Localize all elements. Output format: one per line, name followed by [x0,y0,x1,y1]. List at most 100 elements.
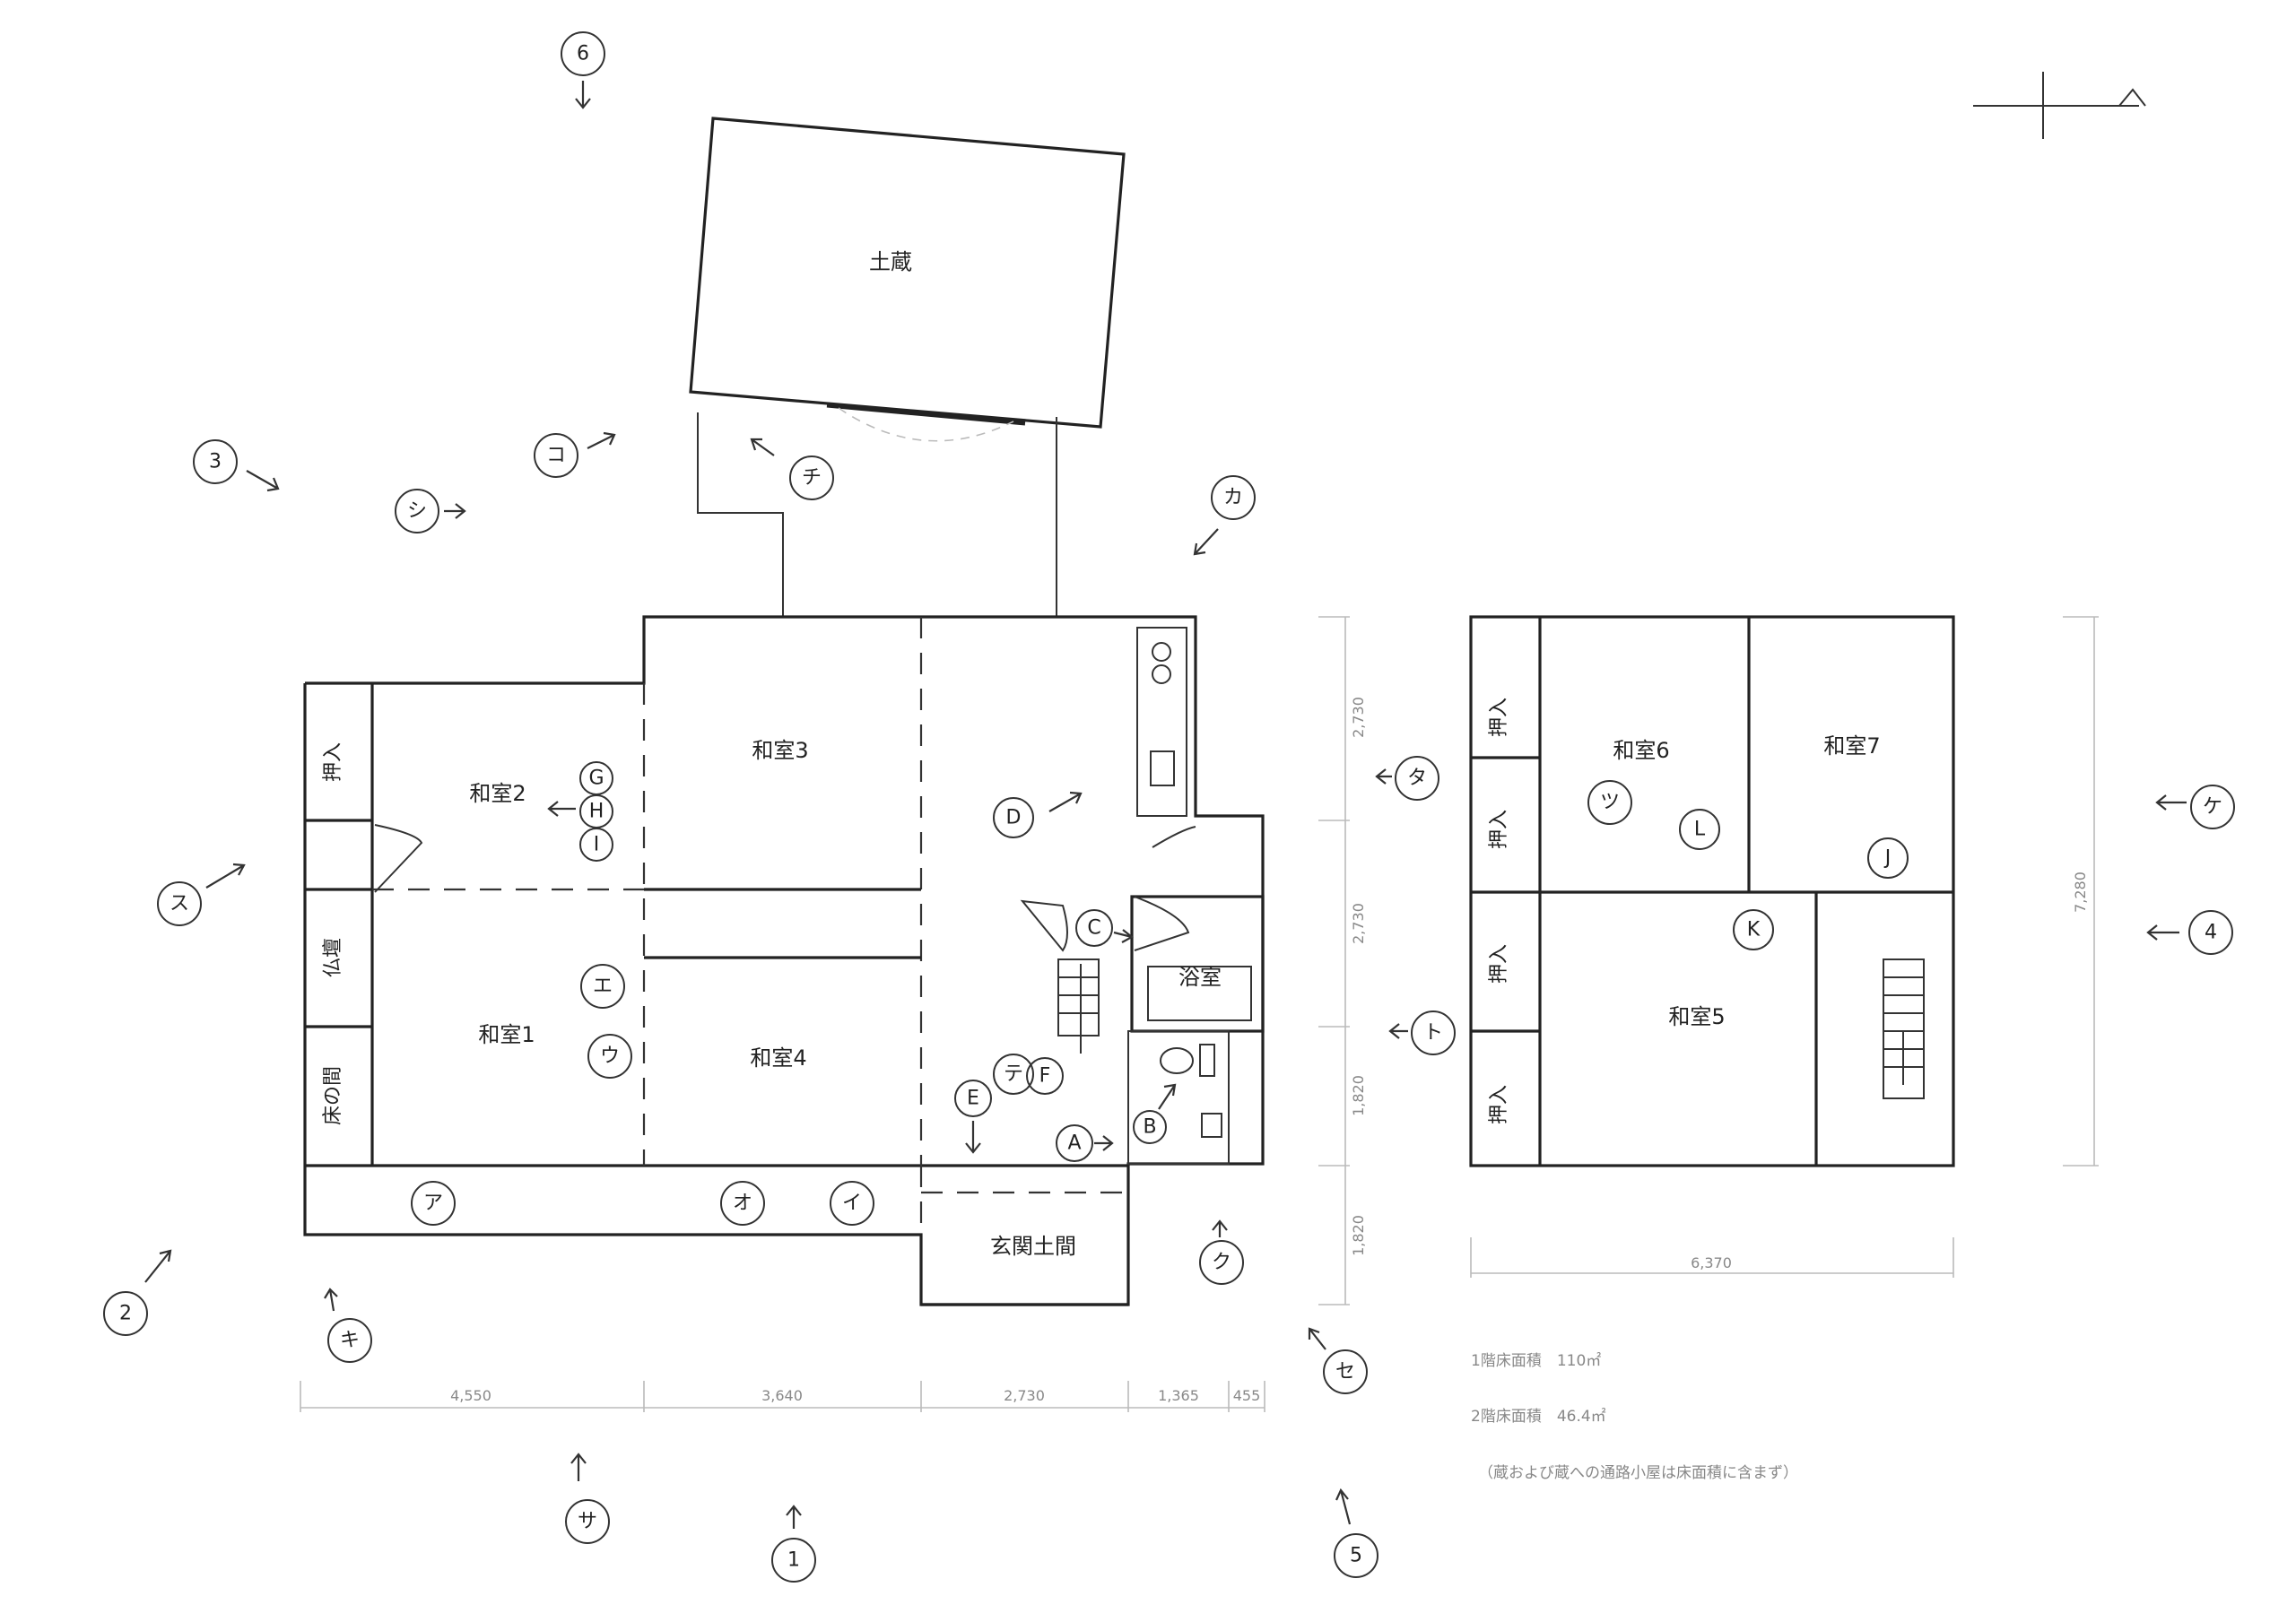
svg-text:ア: ア [423,1193,443,1215]
marker-to: ト [1411,1010,1456,1055]
marker-se: セ [1323,1349,1368,1394]
svg-text:K: K [1747,919,1761,941]
svg-text:カ: カ [1223,487,1243,509]
marker-i: イ [830,1181,874,1226]
svg-text:チ: チ [802,467,822,490]
dim-side-4: 1,820 [1350,1215,1367,1256]
oshiire-label-2f-2: 押入 [1488,810,1510,849]
marker-G: G [579,761,613,795]
oshiire-label-1f: 押入 [322,742,344,782]
marker-J: J [1867,837,1909,879]
marker-5: 5 [1334,1533,1378,1578]
marker-e: エ [580,964,625,1009]
dim-bottom-4: 1,365 [1158,1387,1199,1404]
svg-text:シ: シ [407,500,427,523]
oshiire-label-2f-4: 押入 [1488,1085,1510,1124]
marker-E: E [954,1080,992,1117]
svg-text:6: 6 [577,43,589,65]
svg-text:I: I [594,834,600,856]
svg-text:D: D [1006,807,1022,829]
svg-text:サ: サ [578,1511,597,1533]
marker-o: オ [720,1181,765,1226]
svg-text:F: F [1039,1065,1051,1088]
area-notes: 1階床面積 110㎡ 2階床面積 46.4㎡ （蔵および蔵への通路小屋は床面積に… [1471,1352,1798,1482]
svg-text:B: B [1143,1116,1156,1139]
north-mark-icon [1973,72,2146,139]
svg-text:H: H [589,801,604,823]
marker-sa: サ [565,1499,610,1544]
marker-4: 4 [2188,910,2233,955]
washitsu7-label: 和室7 [1823,733,1880,759]
tokonoma-label: 床の間 [322,1066,344,1125]
svg-text:1: 1 [787,1549,800,1572]
marker-tsu: ツ [1587,780,1632,825]
washitsu5-label: 和室5 [1668,1004,1725,1029]
dim-second-height: 7,280 [2072,872,2089,913]
dim-side-2: 2,730 [1350,903,1367,944]
dim-side-3: 1,820 [1350,1075,1367,1116]
first-floor-plan: 浴室 玄関土間 和室2 和室3 和室1 和室4 押入 仏壇 床の間 [303,615,1265,1306]
marker-A: A [1056,1124,1093,1162]
svg-text:C: C [1087,917,1100,940]
svg-text:J: J [1883,847,1892,870]
marker-shi: シ [395,489,439,533]
marker-ku: ク [1199,1240,1244,1285]
marker-a: ア [411,1181,456,1226]
svg-text:タ: タ [1407,768,1427,790]
svg-text:セ: セ [1335,1361,1355,1383]
dim-bottom-1: 4,550 [450,1387,491,1404]
marker-6: 6 [561,31,605,76]
marker-u: ウ [587,1034,632,1079]
washitsu6-label: 和室6 [1613,738,1669,763]
viewpoint-markers: 6 3 2 1 5 4 コ シ チ カ ス キ サ ア オ イ エ ウ ク セ [103,31,2235,1583]
svg-text:ス: ス [170,893,189,915]
marker-C: C [1075,909,1113,947]
svg-text:エ: エ [593,976,613,998]
oshiire-label-2f-3: 押入 [1488,944,1510,984]
marker-ki: キ [327,1318,372,1363]
marker-ta: タ [1395,756,1439,801]
svg-text:4: 4 [2205,922,2217,944]
svg-text:コ: コ [546,445,566,467]
marker-K: K [1733,909,1774,950]
dim-side-1: 2,730 [1350,697,1367,738]
note-floor2: 2階床面積 46.4㎡ [1471,1408,1606,1426]
yokushitsu-label: 浴室 [1178,965,1222,990]
marker-3: 3 [193,439,238,484]
marker-D: D [993,797,1034,838]
svg-text:2: 2 [119,1303,132,1325]
marker-1: 1 [771,1538,816,1583]
dim-bottom-2: 3,640 [761,1387,803,1404]
washitsu2-label: 和室2 [469,781,526,806]
svg-text:E: E [967,1088,979,1110]
marker-ke: ケ [2190,785,2235,829]
oshiire-label-2f-1: 押入 [1488,698,1510,737]
marker-te: テ [993,1054,1034,1095]
svg-text:イ: イ [842,1193,862,1215]
svg-text:ト: ト [1423,1022,1443,1045]
svg-text:L: L [1694,819,1706,841]
marker-F: F [1026,1057,1064,1095]
marker-2: 2 [103,1291,148,1336]
note-floor1: 1階床面積 110㎡ [1471,1352,1601,1370]
svg-text:ツ: ツ [1600,792,1620,814]
marker-su: ス [157,881,202,926]
svg-text:キ: キ [340,1330,360,1352]
dim-bottom-5: 455 [1233,1387,1261,1404]
kura-passage [697,412,1057,617]
washitsu4-label: 和室4 [750,1045,806,1071]
dim-second-width: 6,370 [1691,1254,1732,1271]
marker-I: I [579,828,613,862]
svg-text:A: A [1067,1132,1081,1155]
svg-text:G: G [588,768,604,790]
dimension-lines: 4,550 3,640 2,730 1,365 455 2,730 2,730 … [300,616,2099,1412]
marker-ko: コ [534,433,578,478]
kura-label: 土蔵 [869,249,912,274]
svg-text:ケ: ケ [2203,796,2222,819]
svg-text:オ: オ [733,1193,752,1215]
second-floor-plan: 和室6 和室7 和室5 押入 押入 押入 押入 [1469,615,1955,1167]
marker-ka: カ [1211,475,1256,520]
svg-text:ク: ク [1212,1252,1231,1274]
svg-text:ウ: ウ [600,1045,620,1068]
dim-bottom-3: 2,730 [1004,1387,1045,1404]
